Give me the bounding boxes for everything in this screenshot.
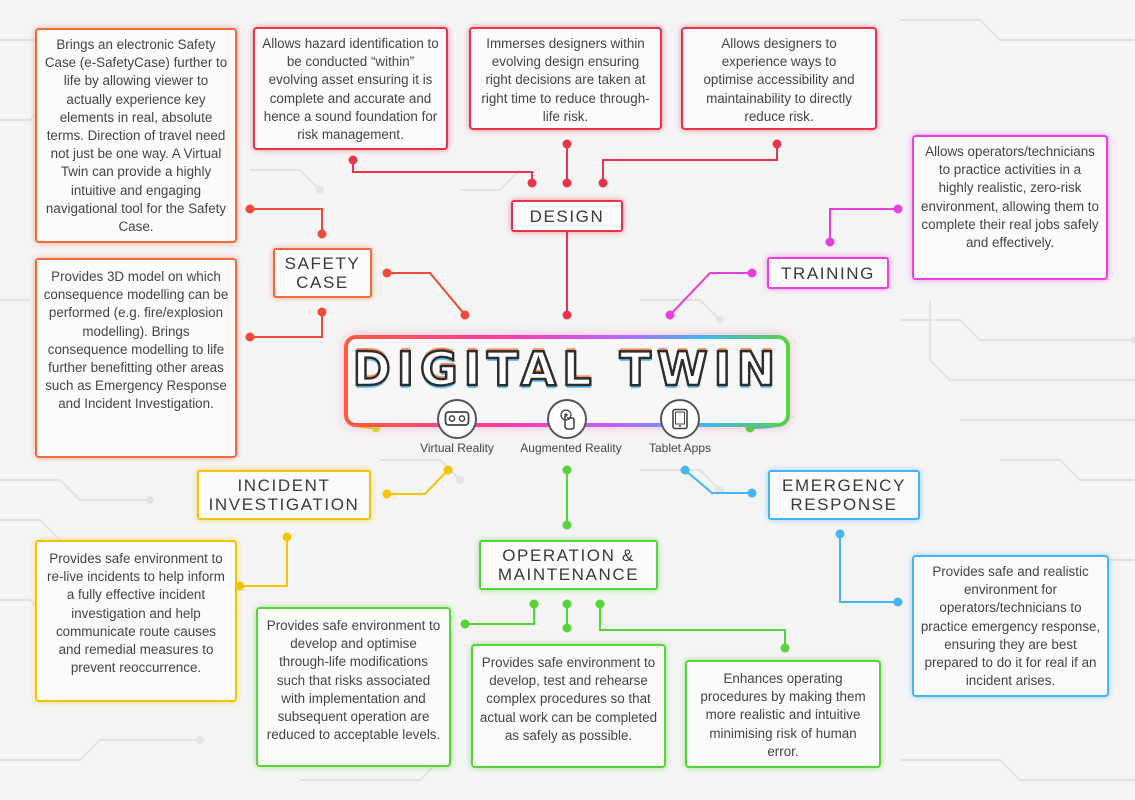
augmented-reality-label: Augmented Reality — [520, 441, 622, 455]
design-hazard-identification-description: Allows hazard identification to be condu… — [253, 27, 448, 150]
emergency-response-description: Provides safe and realistic environment … — [912, 555, 1109, 697]
emergency-response-label: EMERGENCY RESPONSE — [768, 470, 920, 520]
safety-case-3d-model-description: Provides 3D model on which consequence m… — [35, 258, 237, 458]
design-immerses-designers-description: Immerses designers within evolving desig… — [469, 27, 662, 130]
design-accessibility-description: Allows designers to experience ways to o… — [681, 27, 877, 130]
digital-twin-title: DIGITAL TWIN — [351, 341, 782, 398]
incident-investigation-label: INCIDENT INVESTIGATION — [197, 470, 371, 520]
virtual-reality-icon — [437, 399, 477, 439]
virtual-reality-label: Virtual Reality — [420, 441, 494, 455]
augmented-reality-icon — [547, 399, 587, 439]
tablet-apps-label: Tablet Apps — [648, 441, 712, 455]
safety-case-label: SAFETY CASE — [273, 248, 372, 298]
operation-maintenance-label: OPERATION & MAINTENANCE — [479, 540, 658, 590]
om-modifications-description: Provides safe environment to develop and… — [256, 607, 451, 767]
design-label: DESIGN — [511, 200, 623, 232]
om-procedures-description: Provides safe environment to develop, te… — [471, 644, 666, 768]
safety-case-esafetycase-description: Brings an electronic Safety Case (e-Safe… — [35, 28, 237, 243]
training-description: Allows operators/technicians to practice… — [912, 135, 1108, 280]
incident-investigation-description: Provides safe environment to re-live inc… — [35, 540, 237, 702]
om-operating-procedures-description: Enhances operating procedures by making … — [685, 660, 881, 768]
tablet-apps-icon — [660, 399, 700, 439]
training-label: TRAINING — [767, 257, 889, 289]
